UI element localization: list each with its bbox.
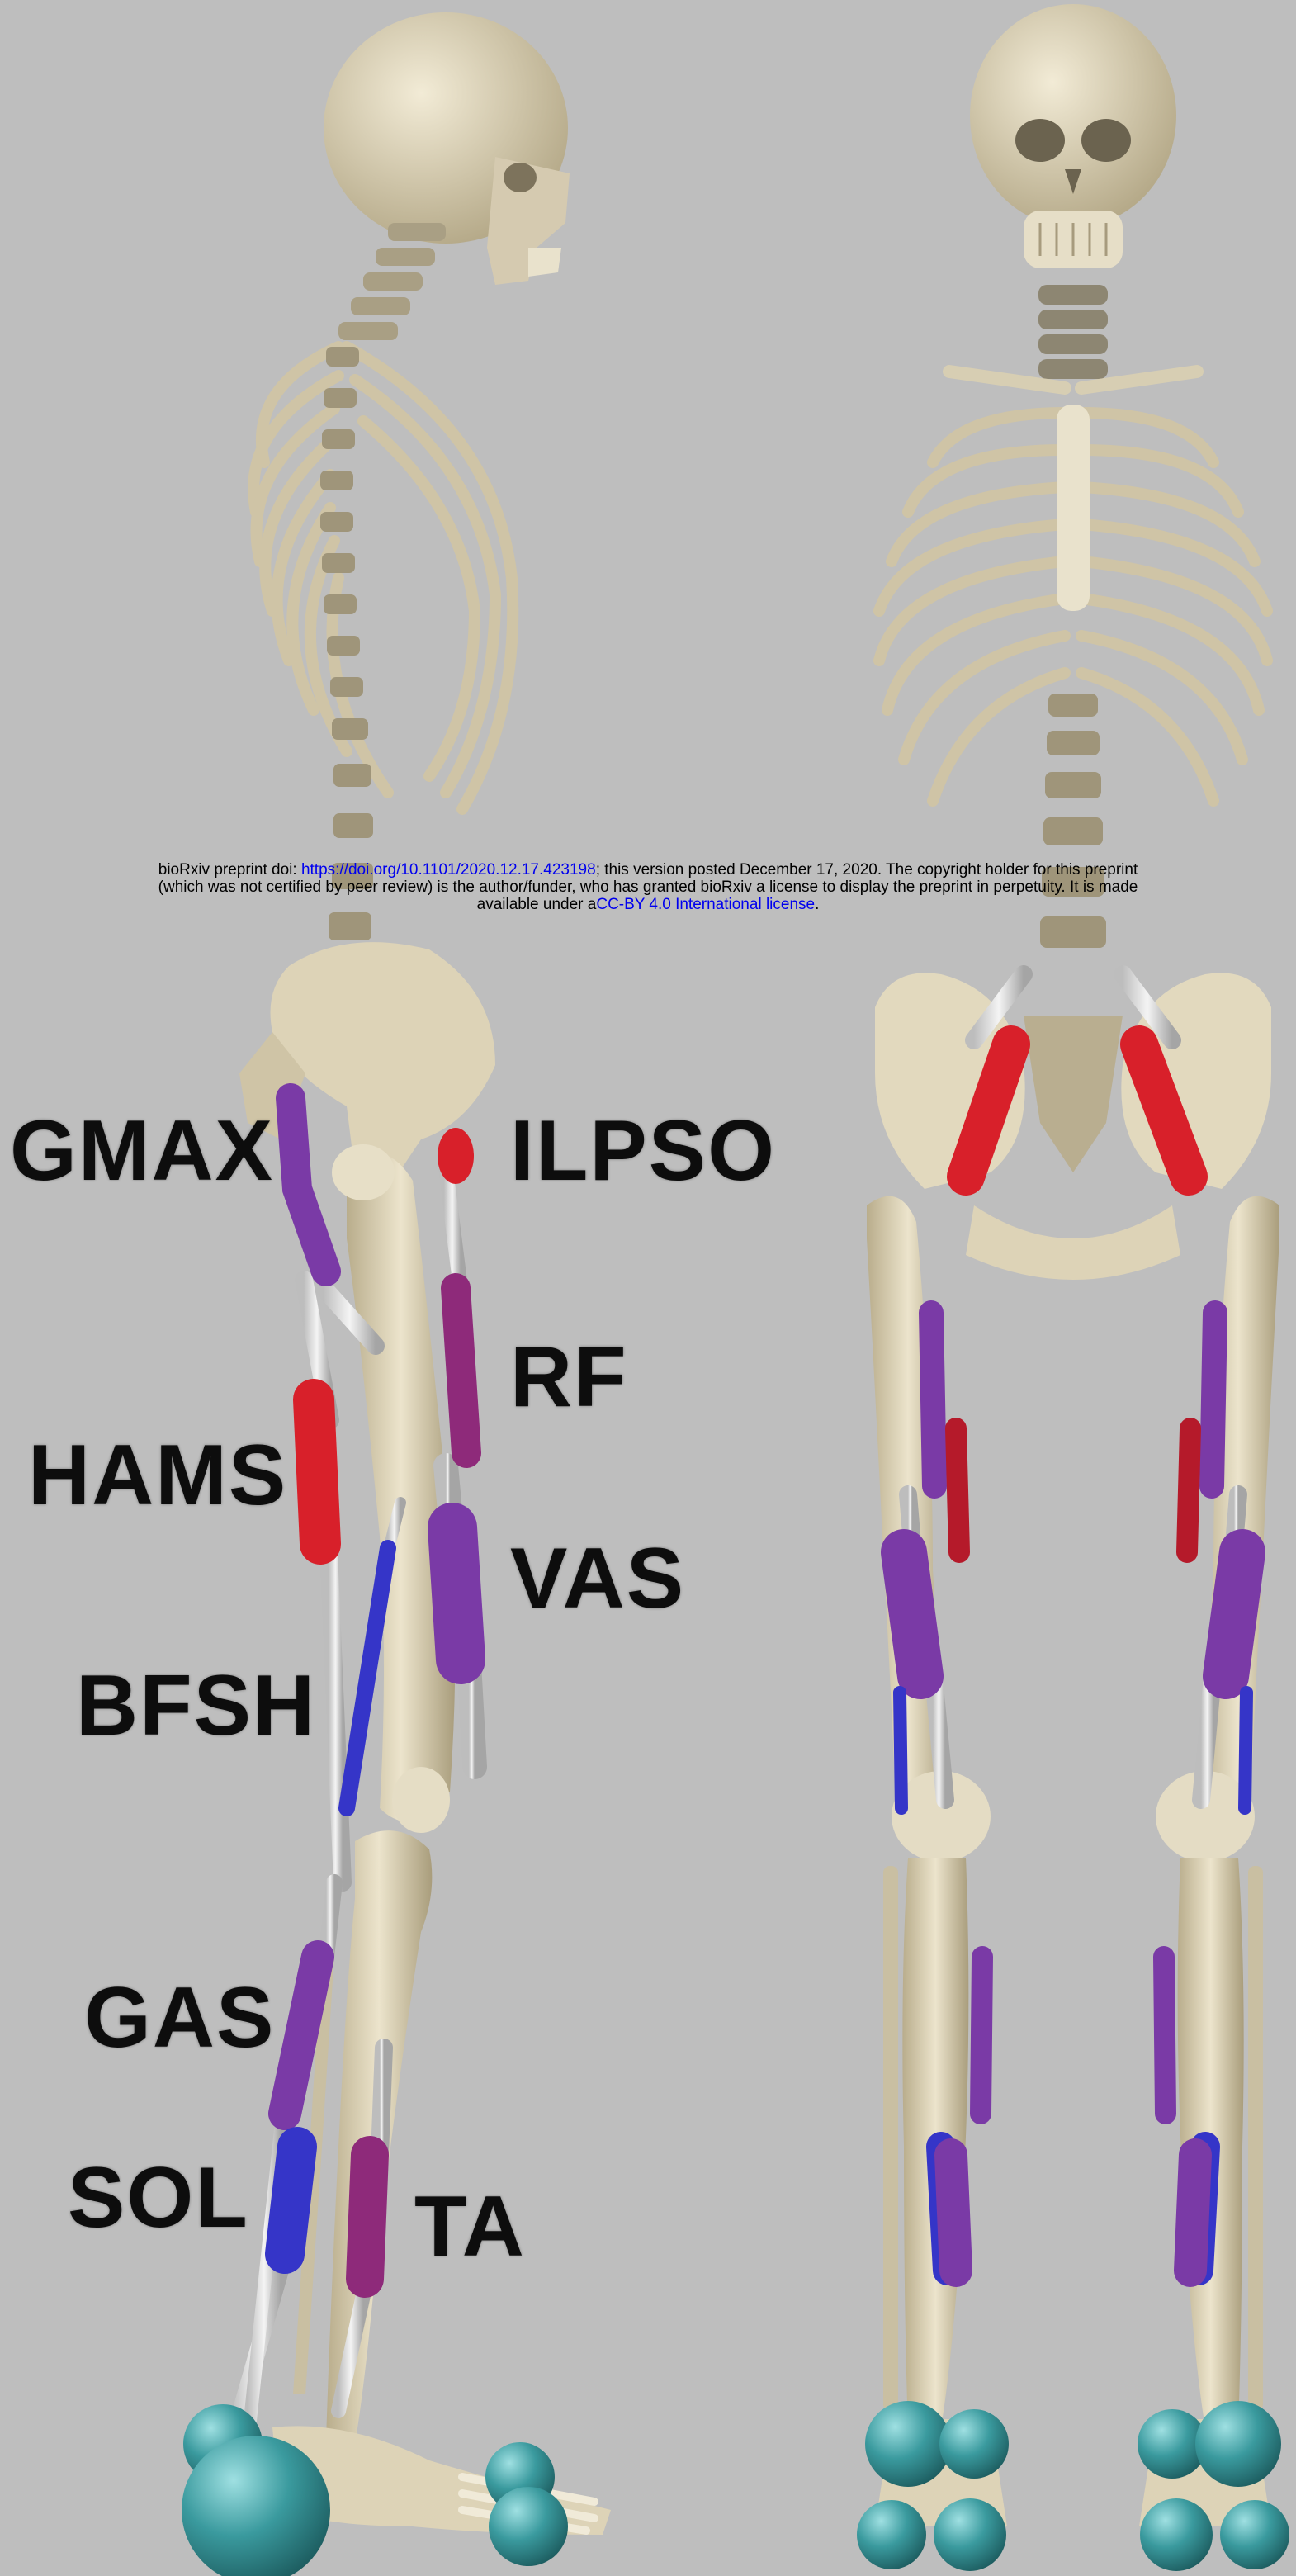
label-ilpso: ILPSO — [510, 1108, 776, 1194]
label-gas: GAS — [84, 1975, 275, 2061]
front-ta-right — [1190, 2155, 1195, 2271]
notice-line-2: (which was not certified by peer review)… — [50, 878, 1246, 896]
front-sternum — [1057, 405, 1090, 611]
side-patella — [392, 1767, 450, 1833]
label-hams: HAMS — [28, 1432, 287, 1518]
side-gmax-muscle — [291, 1098, 326, 1271]
notice-line-1: bioRxiv preprint doi: https://doi.org/10… — [50, 861, 1246, 878]
notice-line-3: available under aCC-BY 4.0 International… — [50, 896, 1246, 913]
label-sol: SOL — [68, 2155, 249, 2241]
side-skull — [324, 12, 570, 285]
side-sol-muscle — [285, 2147, 297, 2254]
front-rf-left — [931, 1313, 934, 1486]
front-bfsh-right — [1245, 1693, 1246, 1808]
preprint-notice: bioRxiv preprint doi: https://doi.org/10… — [50, 861, 1246, 913]
license-link[interactable]: CC-BY 4.0 International license — [596, 896, 815, 913]
front-gas-left — [981, 1957, 982, 2114]
label-gmax: GMAX — [10, 1108, 274, 1194]
front-cervical-spine — [1038, 285, 1108, 379]
front-rf-right — [1212, 1313, 1215, 1486]
side-rib-cage — [253, 347, 513, 809]
front-hams-left — [956, 1428, 959, 1552]
front-skull — [970, 4, 1176, 268]
side-ilpso-muscle — [438, 1128, 474, 1184]
side-femur-head — [332, 1144, 395, 1200]
side-vas-muscle — [452, 1527, 461, 1660]
front-hams-right — [1187, 1428, 1190, 1552]
label-ta: TA — [414, 2184, 526, 2270]
side-ta-muscle — [365, 2155, 370, 2279]
front-vas-right — [1226, 1552, 1242, 1676]
label-rf: RF — [510, 1334, 628, 1420]
side-spine — [320, 347, 373, 940]
side-cervical-spine — [338, 223, 446, 340]
front-vas-left — [904, 1552, 920, 1676]
side-rf-muscle — [456, 1288, 466, 1453]
label-bfsh: BFSH — [76, 1663, 316, 1749]
label-vas: VAS — [510, 1536, 685, 1622]
front-bfsh-left — [900, 1693, 901, 1808]
front-gas-right — [1164, 1957, 1166, 2114]
side-gas-muscle — [285, 1957, 318, 2114]
doi-link[interactable]: https://doi.org/10.1101/2020.12.17.42319… — [301, 861, 596, 878]
front-ta-left — [951, 2155, 956, 2271]
side-hams-muscle — [314, 1399, 320, 1544]
